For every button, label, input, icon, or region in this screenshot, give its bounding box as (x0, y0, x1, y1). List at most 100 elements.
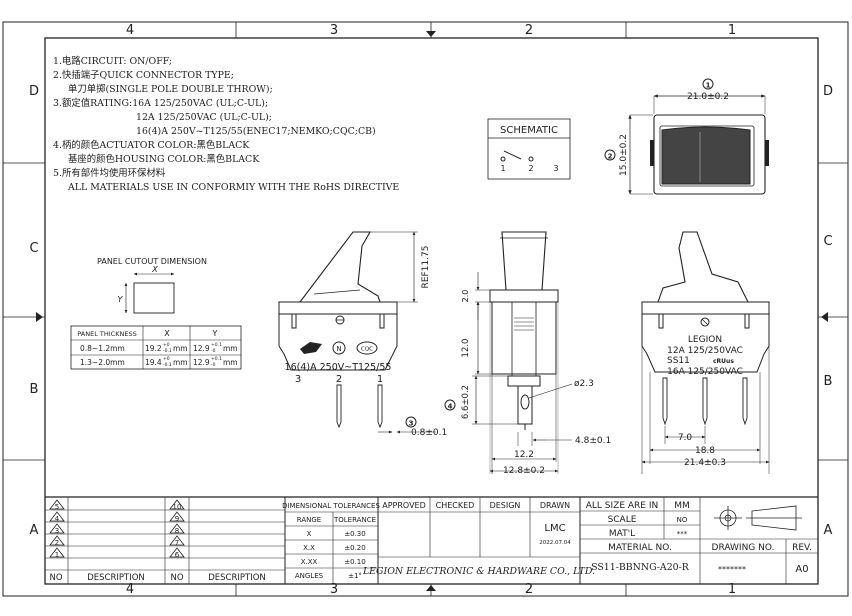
tolerance-range: ANGLES (295, 572, 324, 580)
rev-no: 7 (175, 539, 179, 547)
cutout-row1-y-tol-up: +0.1 (211, 342, 222, 348)
cutout-x-label: X (151, 265, 158, 274)
front-rating: 16(4)A 250V~T125/55 (285, 362, 392, 373)
schematic-pin-2: 2 (528, 164, 533, 173)
cutout-row1-x-unit: mm (173, 344, 188, 353)
zone-row-b-right: B (824, 374, 833, 389)
zone-row-c-right: C (823, 234, 832, 249)
rev-no-label-right: NO (170, 573, 183, 583)
tolerance-title: DIMENSIONAL TOLERANCES (282, 502, 380, 510)
schematic-title: SCHEMATIC (500, 125, 558, 136)
cutout-row1-y: 12.9 (193, 344, 210, 353)
rev-no: 8 (175, 527, 179, 535)
tolerance-value: ±0.10 (344, 558, 365, 566)
material-no: SS11-BBNNG-A20-R (591, 562, 690, 573)
dim-7-0: 7.0 (678, 433, 693, 443)
drawing-no: ******* (718, 565, 746, 574)
cutout-header-x: X (164, 329, 170, 338)
dim-6-6: 6.6±0.2 (461, 385, 471, 419)
side-brand: LEGION (688, 335, 722, 345)
rev-no-label: NO (49, 573, 62, 583)
company-name: LEGION ELECTRONIC & HARDWARE CO., LTD. (362, 566, 595, 577)
rev-no: 5 (55, 503, 59, 511)
front-view: N CQC 16(4)A 250V~T125/55 3 2 1 0.8±0.1 … (278, 231, 447, 438)
schematic-pin-3: 3 (553, 164, 558, 173)
tolerance-value: ±1° (348, 572, 362, 580)
zone-col-2: 2 (525, 23, 533, 38)
zone-row-d: D (29, 84, 39, 99)
checked-label: CHECKED (436, 501, 475, 510)
cutout-row2-y: 12.9 (193, 358, 210, 367)
cutout-header-y: Y (212, 329, 218, 338)
side-cert-mark-icon: cRUus (713, 358, 734, 365)
schematic-box: SCHEMATIC 1 2 3 (487, 118, 571, 180)
callout-3: 3 (409, 420, 414, 428)
dim-top-width: 21.0±0.2 (687, 92, 729, 102)
side-view: LEGION 12A 125/250VAC SS11 cRUus 16A 125… (641, 231, 770, 474)
panel-cutout: PANEL CUTOUT DIMENSION X Y PANEL THICKNE… (70, 257, 242, 370)
cutout-row1-x: 19.2 (145, 344, 162, 353)
note-line: 1.电路CIRCUIT: ON/OFF; (53, 55, 172, 67)
dim-4-8: 4.8±0.1 (575, 436, 611, 446)
zone-row-a: A (30, 523, 39, 538)
callout-4: 4 (448, 403, 453, 411)
rev-no: 2 (55, 539, 59, 547)
rev-description-label: DESCRIPTION (87, 573, 145, 583)
cutout-row2-y-tol-up: +0.1 (211, 356, 222, 362)
matl-label: MAT'L (609, 529, 635, 539)
zone-col-4: 4 (126, 23, 134, 38)
zone-row-b: B (30, 382, 39, 397)
zone-col-1-bottom: 1 (728, 582, 736, 597)
dim-hole: ø2.3 (574, 379, 594, 389)
cutout-row1-x-tol-low: -0.1 (163, 348, 172, 354)
dim-ref: REF11.75 (421, 246, 431, 289)
tolerance-header-range: RANGE (297, 516, 321, 524)
zone-col-3-bottom: 3 (330, 582, 338, 597)
rev-no: 4 (55, 515, 60, 523)
scale-label: SCALE (608, 515, 637, 525)
center-arrow-right (821, 312, 828, 322)
cutout-row2-x: 19.4 (145, 358, 162, 367)
note-line: 12A 125/250VAC (UL;C-UL); (136, 112, 272, 123)
scale-value: NO (677, 516, 688, 524)
note-line: 4.柄的颜色ACTUATOR COLOR:黑色BLACK (53, 139, 250, 151)
note-line: 2.快插端子QUICK CONNECTOR TYPE; (53, 69, 234, 81)
front-terminal-1: 1 (377, 374, 383, 385)
side-model: SS11 (667, 356, 690, 366)
rev-description-label-right: DESCRIPTION (208, 573, 266, 583)
cutout-row2-y-unit: mm (223, 358, 238, 367)
cutout-row1-y-tol-low: -0 (211, 348, 216, 354)
dim-2-0: 2.0 (461, 290, 470, 303)
front-mark-cqc: CQC (361, 347, 373, 353)
size-label: ALL SIZE ARE IN (586, 501, 658, 511)
dim-12-2: 12.2 (514, 450, 534, 460)
cutout-header-thickness: PANEL THICKNESS (77, 330, 136, 338)
rev-no: 9 (175, 515, 179, 523)
cutout-row2-x-tol-low: -0.1 (163, 362, 172, 368)
matl-value: *** (677, 530, 688, 538)
tolerance-range: X.XX (301, 558, 318, 566)
tolerance-range: X (307, 530, 312, 538)
rev-value: A0 (795, 564, 808, 575)
zone-col-4-bottom: 4 (126, 582, 134, 597)
zone-col-3: 3 (330, 23, 338, 38)
note-line: ALL MATERIALS USE IN CONFORMIY WITH THE … (67, 182, 399, 193)
zone-row-c: C (29, 241, 38, 256)
callout-1: 1 (706, 82, 711, 90)
drawn-label: DRAWN (540, 501, 570, 510)
center-arrow-left (36, 312, 43, 322)
cutout-row1-y-unit: mm (223, 344, 238, 353)
side-rating2: 16A 125/250VAC (667, 367, 743, 377)
front-mark-n: N (336, 345, 341, 353)
drawn-date: 2022.07.04 (539, 540, 571, 546)
note-line: 16(4)A 250V~T125/55(ENEC17;NEMKO;CQC;CB) (136, 126, 376, 137)
note-line: 单刀单掷(SINGLE POLE DOUBLE THROW); (68, 83, 273, 95)
dim-12-8: 12.8±0.2 (503, 466, 545, 476)
rev-label: REV. (792, 543, 812, 553)
cutout-row2-x-tol-up: +0 (163, 356, 170, 362)
rev-no: 10 (173, 503, 182, 511)
outer-frame (2, 21, 849, 597)
tolerance-range: X.X (303, 544, 315, 552)
tolerance-value: ±0.30 (344, 530, 365, 538)
cutout-row1-thickness: 0.8~1.2mm (80, 344, 125, 353)
